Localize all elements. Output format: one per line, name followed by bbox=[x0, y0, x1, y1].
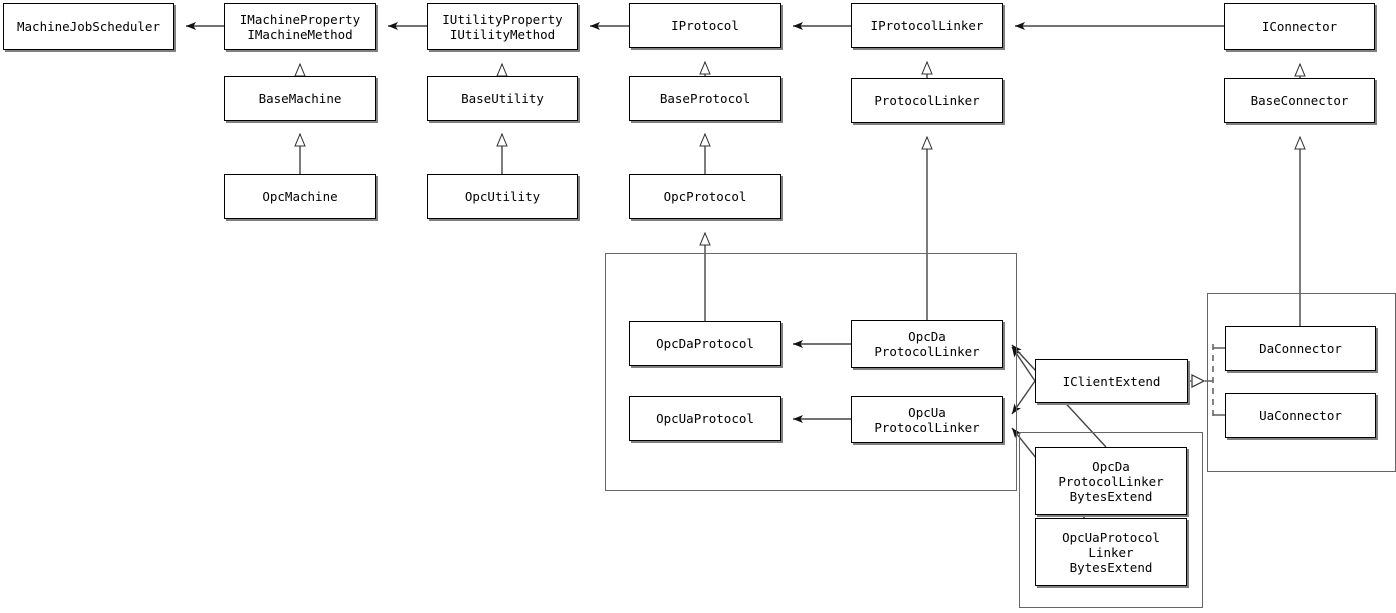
class-opc-da-protocol-linker-bytes-extend[interactable]: OpcDa ProtocolLinker BytesExtend bbox=[1035, 447, 1187, 515]
class-protocol-linker[interactable]: ProtocolLinker bbox=[851, 78, 1003, 123]
class-opc-utility[interactable]: OpcUtility bbox=[427, 174, 578, 219]
class-iprotocol[interactable]: IProtocol bbox=[629, 3, 781, 48]
class-da-connector[interactable]: DaConnector bbox=[1225, 326, 1376, 371]
class-iutility-property[interactable]: IUtilityProperty IUtilityMethod bbox=[427, 3, 578, 50]
class-ua-connector[interactable]: UaConnector bbox=[1225, 393, 1376, 438]
class-base-protocol[interactable]: BaseProtocol bbox=[629, 76, 781, 121]
class-iprotocol-linker[interactable]: IProtocolLinker bbox=[851, 3, 1003, 48]
class-imachine-property[interactable]: IMachineProperty IMachineMethod bbox=[224, 3, 376, 50]
class-base-connector[interactable]: BaseConnector bbox=[1224, 78, 1375, 123]
group-protocol-package bbox=[605, 253, 1017, 491]
class-opc-da-protocol-linker[interactable]: OpcDa ProtocolLinker bbox=[851, 320, 1003, 368]
class-opc-ua-protocol[interactable]: OpcUaProtocol bbox=[629, 396, 781, 441]
class-opc-machine[interactable]: OpcMachine bbox=[224, 174, 376, 219]
class-base-machine[interactable]: BaseMachine bbox=[224, 76, 376, 121]
class-iclient-extend[interactable]: IClientExtend bbox=[1035, 359, 1188, 403]
realization-triangle-icon bbox=[1191, 374, 1206, 388]
class-iconnector[interactable]: IConnector bbox=[1224, 3, 1375, 50]
group-connector-package bbox=[1207, 293, 1396, 472]
class-opc-ua-protocol-linker[interactable]: OpcUa ProtocolLinker bbox=[851, 396, 1003, 443]
class-opc-protocol[interactable]: OpcProtocol bbox=[629, 174, 781, 219]
class-opc-ua-protocol-linker-bytes-extend[interactable]: OpcUaProtocol Linker BytesExtend bbox=[1035, 518, 1187, 586]
class-machine-job-scheduler[interactable]: MachineJobScheduler bbox=[3, 3, 174, 50]
class-opc-da-protocol[interactable]: OpcDaProtocol bbox=[629, 321, 781, 366]
class-base-utility[interactable]: BaseUtility bbox=[427, 76, 578, 121]
